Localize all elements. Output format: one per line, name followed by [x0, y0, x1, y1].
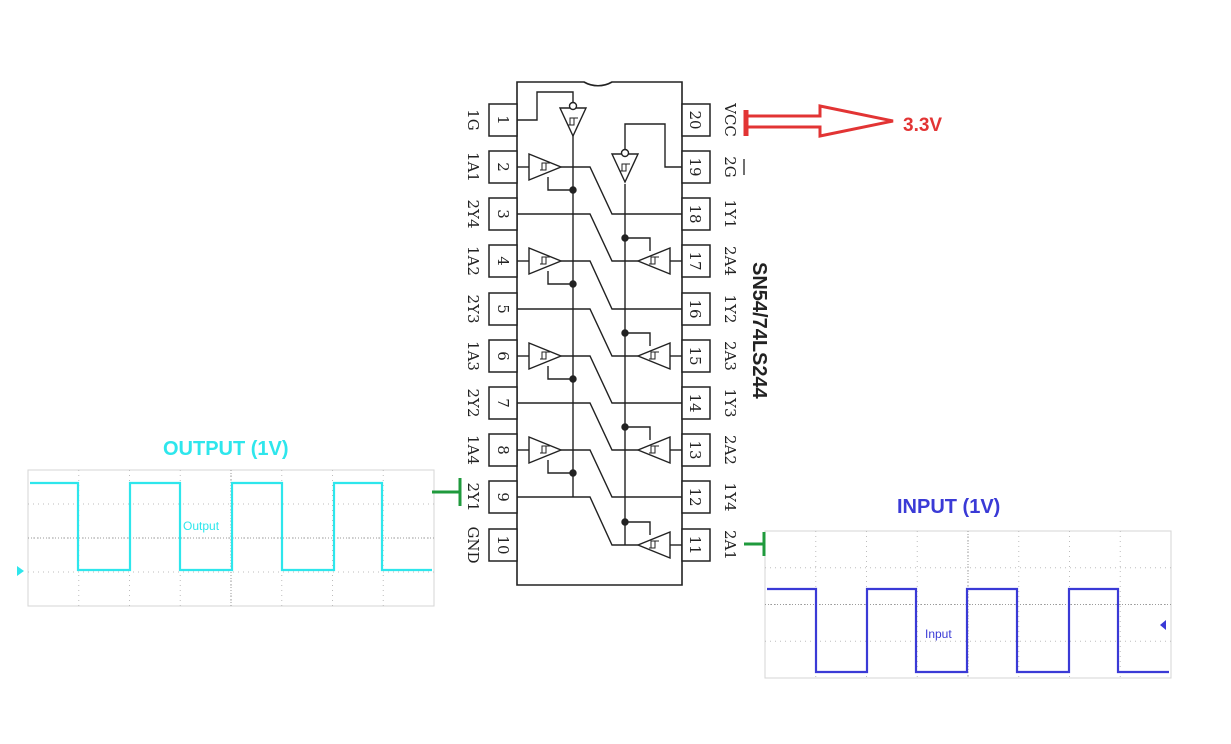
buffer-1-4: [528, 435, 563, 465]
input-scope-title: INPUT (1V): [897, 496, 1000, 518]
pin-number: 4: [494, 256, 512, 266]
pin-label: 2A1: [721, 530, 739, 560]
pin-number: 16: [686, 299, 704, 318]
pin-number: 8: [494, 445, 512, 455]
pin-12: 12 1Y4: [681, 480, 739, 514]
pin-15: 15 2A3: [681, 339, 739, 373]
pin-label: 1A2: [464, 246, 482, 276]
pin-number: 14: [686, 393, 704, 412]
buffer-2-3: [636, 341, 671, 371]
pin-number: 5: [494, 304, 512, 314]
chip-part-number: SN54/74LS244: [748, 262, 770, 400]
input-ground-marker: [1160, 620, 1166, 630]
supply-voltage-label: 3.3V: [903, 115, 942, 136]
pin-label: 1Y1: [721, 200, 739, 229]
input-scope: INPUT (1V) Input: [744, 496, 1172, 679]
output-scope-title: OUTPUT (1V): [163, 438, 289, 460]
pin-label: 1Y4: [721, 483, 739, 512]
ic-package: 1 1G 2 1A1 3 2Y4 4 1A2 5 2Y3 6 1A3 7 2Y2 8 1A4 9 2Y1 10 GND…: [464, 81, 770, 586]
pin-number: 20: [686, 110, 704, 129]
pin-number: 9: [494, 492, 512, 502]
pin-8: 8 1A4: [464, 433, 518, 467]
pin-label: GND: [464, 526, 482, 563]
pin-number: 2: [494, 162, 512, 172]
pin-label: 1A1: [464, 152, 482, 182]
input-waveform: [767, 587, 1169, 674]
pin-number: 10: [494, 535, 512, 554]
pin-number: 1: [494, 115, 512, 125]
pin-number: 7: [494, 398, 512, 408]
pin-6: 6 1A3: [464, 339, 518, 373]
pin-number: 18: [686, 204, 704, 223]
pin-label: 2Y3: [464, 295, 482, 324]
pin-14: 14 1Y3: [681, 386, 739, 420]
buffer-1-2: [528, 246, 563, 276]
pin-20: 20 VCC: [681, 102, 739, 137]
pin-3: 3 2Y4: [464, 197, 518, 231]
pin-5: 5 2Y3: [464, 292, 518, 326]
pin-label: 1Y2: [721, 295, 739, 324]
pin-label: 1A3: [464, 341, 482, 371]
pin-number: 19: [686, 157, 704, 176]
pin-11: 11 2A1: [681, 528, 739, 562]
pin-label: 1G: [464, 109, 482, 131]
pin-13: 13 2A2: [681, 433, 739, 467]
pin-10: 10 GND: [464, 526, 518, 564]
pin-number: 3: [494, 209, 512, 219]
pin-label: 2Y4: [464, 200, 482, 229]
pin-19: 19 2G: [681, 150, 739, 184]
pin-label: 2Y2: [464, 389, 482, 418]
buffer-2-1: [636, 530, 671, 560]
pin-7: 7 2Y2: [464, 386, 518, 420]
pin-17: 17 2A4: [681, 244, 739, 278]
buffer-2-4: [636, 246, 671, 276]
input-scope-grid: [765, 531, 1171, 678]
pin-label: VCC: [721, 102, 739, 137]
buffer-gates: [517, 91, 682, 560]
pin-label: 1A4: [464, 435, 482, 465]
buffer-2-2: [636, 435, 671, 465]
input-trace-label: Input: [925, 627, 952, 641]
pin-label: 1Y3: [721, 389, 739, 418]
pin-number: 6: [494, 351, 512, 361]
pin-number: 11: [686, 535, 704, 554]
pin-label: 2A3: [721, 341, 739, 371]
pin-number: 17: [686, 251, 704, 270]
pin-number: 13: [686, 440, 704, 459]
buffer-1-1: [528, 152, 563, 182]
output-scope: OUTPUT (1V) Output: [17, 438, 462, 607]
pin-16: 16 1Y2: [681, 292, 739, 326]
pin-2: 2 1A1: [464, 150, 518, 184]
output-waveform: [30, 481, 432, 572]
pin-4: 4 1A2: [464, 244, 518, 278]
pin-number: 12: [686, 487, 704, 506]
pin-18: 18 1Y1: [681, 197, 739, 231]
pin-label: 2A2: [721, 435, 739, 465]
ic-body: [516, 81, 683, 586]
pin-label: 2G: [721, 156, 739, 178]
pin-label: 2A4: [721, 246, 739, 276]
buffer-1-3: [528, 341, 563, 371]
pin-9: 9 2Y1: [464, 480, 518, 514]
output-trace-label: Output: [183, 519, 220, 533]
pin-label: 2Y1: [464, 483, 482, 512]
pin-number: 15: [686, 346, 704, 365]
output-ground-marker: [17, 566, 24, 576]
pin-1: 1 1G: [464, 103, 518, 137]
vcc-supply: 3.3V: [743, 104, 942, 138]
